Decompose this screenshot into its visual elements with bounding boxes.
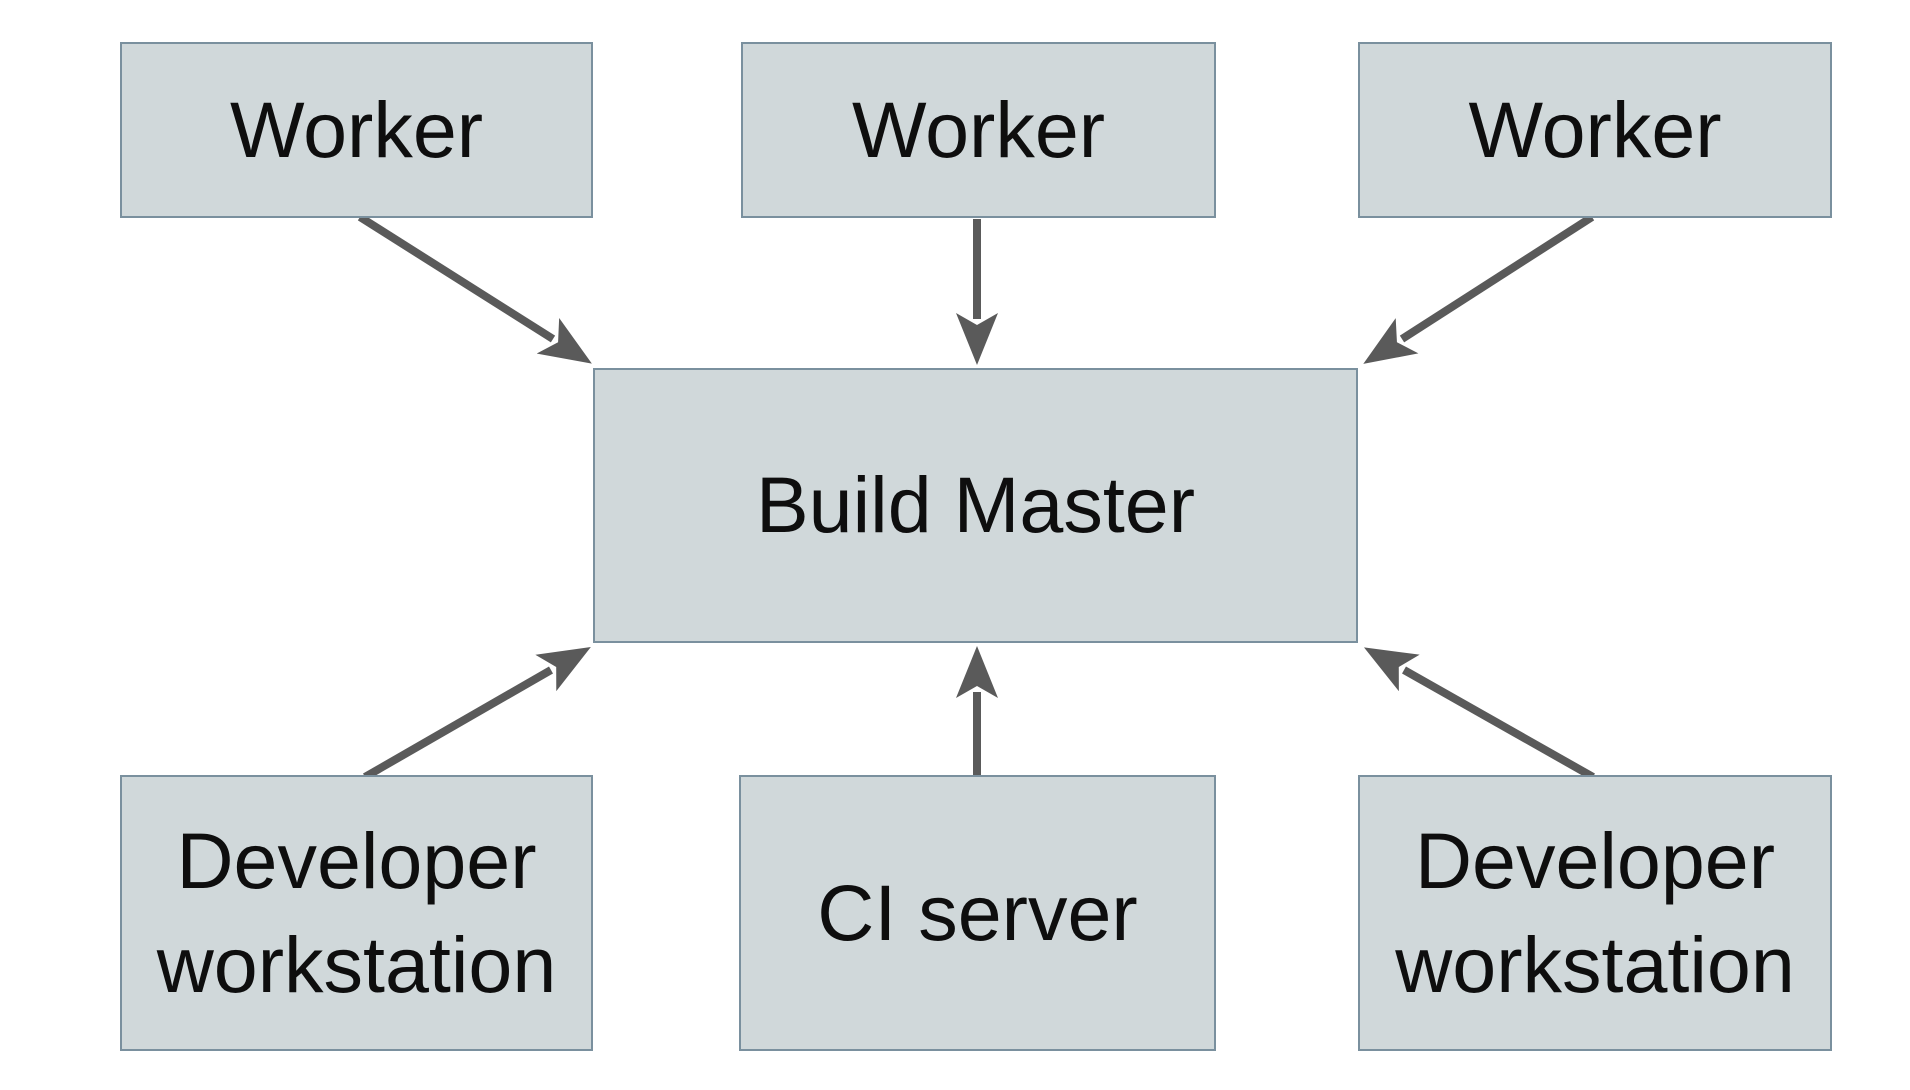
node-build-master: Build Master	[593, 368, 1358, 643]
node-ci-server: CI server	[739, 775, 1216, 1051]
node-build-master-label: Build Master	[755, 460, 1196, 550]
node-ci-server-label: CI server	[817, 867, 1138, 957]
node-developer-workstation-right-label: Developer workstation	[1395, 815, 1795, 1009]
edge-worker1-to-buildmaster-arrow	[357, 213, 592, 364]
edge-devworkstation-left-to-buildmaster-arrow	[363, 647, 591, 781]
node-developer-workstation-right: Developer workstation	[1358, 775, 1832, 1051]
node-worker-2: Worker	[741, 42, 1216, 218]
edge-devworkstation-right-to-buildmaster-arrow	[1363, 647, 1595, 781]
node-developer-workstation-left-label: Developer workstation	[156, 815, 557, 1009]
node-worker-1: Worker	[120, 42, 593, 218]
node-worker-2-label: Worker	[851, 84, 1106, 174]
node-worker-3-label: Worker	[1468, 84, 1722, 174]
node-worker-1-label: Worker	[229, 84, 484, 174]
node-worker-3: Worker	[1358, 42, 1832, 218]
edge-worker3-to-buildmaster-arrow	[1363, 213, 1595, 364]
node-developer-workstation-left: Developer workstation	[120, 775, 593, 1051]
